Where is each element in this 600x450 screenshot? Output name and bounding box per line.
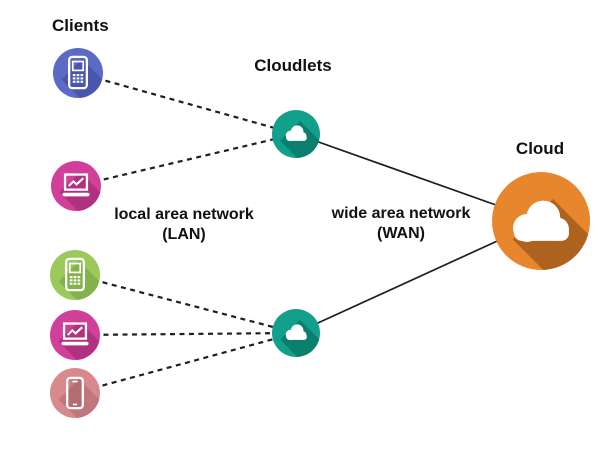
lan-label-line1: local area network [114, 206, 254, 223]
cloud-icon [513, 200, 569, 242]
edge-lan-laptop-top-cloudlet-1 [75, 132, 297, 188]
cloud-icon [285, 125, 307, 141]
edge-lan-phone-green-cloudlet-2 [74, 273, 297, 335]
cloud-icon [285, 324, 307, 340]
cloud-node [492, 172, 590, 270]
wan-label-line2: (WAN) [377, 225, 425, 242]
wan-label-line1: wide area network [331, 205, 471, 222]
client-node-phone-blue [53, 48, 103, 98]
cloudlet-node-1 [272, 110, 320, 158]
client-node-laptop-top [51, 161, 101, 211]
lan-label-line2: (LAN) [162, 226, 206, 243]
edge-lan-phone-blue-cloudlet-1 [77, 71, 297, 136]
cloudlet-node-2 [272, 309, 320, 357]
wan-label: wide area network (WAN) [332, 204, 471, 244]
feature-phone-icon [65, 257, 85, 292]
cloud-group-label: Cloud [515, 139, 565, 158]
lan-label: local area network (LAN) [114, 205, 254, 245]
tablet-icon [66, 376, 84, 410]
edge-lan-laptop-bottom-cloudlet-2 [74, 331, 297, 337]
feature-phone-icon [68, 55, 88, 90]
laptop-chart-icon [62, 173, 90, 197]
client-node-laptop-bottom [50, 310, 100, 360]
client-node-tablet [50, 368, 100, 418]
cloudlets-group-label: Cloudlets [254, 56, 332, 75]
client-node-phone-green [50, 250, 100, 300]
laptop-chart-icon [61, 322, 89, 346]
edge-lan-tablet-cloudlet-2 [74, 331, 297, 395]
clients-group-label: Clients [52, 16, 109, 35]
